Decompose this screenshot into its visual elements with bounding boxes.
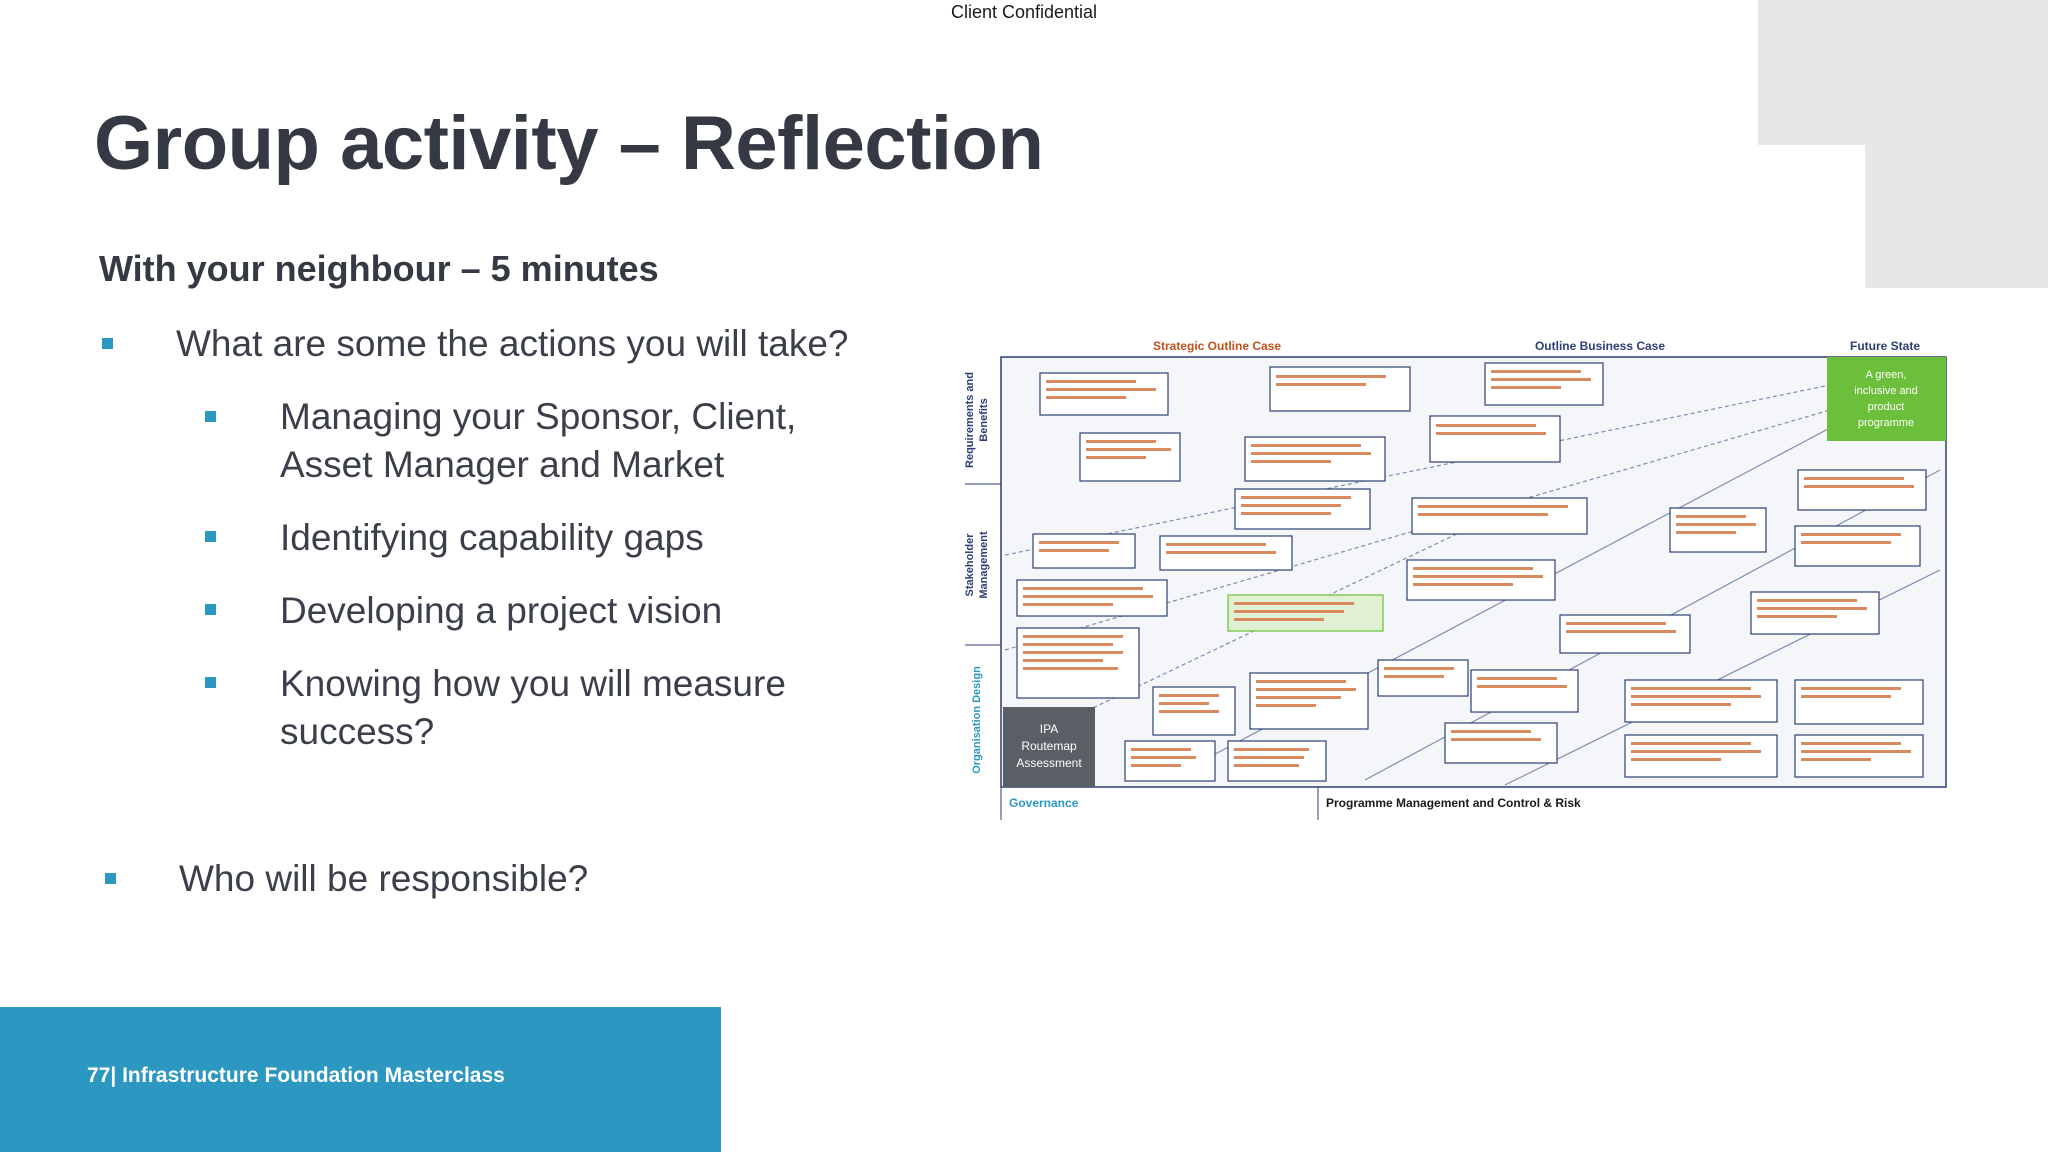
confidential-label: Client Confidential xyxy=(950,2,1098,22)
row-req-2: Benefits xyxy=(978,398,990,441)
page-number: 77 xyxy=(87,1064,111,1087)
col-future: Future State xyxy=(1850,339,1920,353)
programme-routemap-diagram: Strategic Outline Case Outline Business … xyxy=(945,330,1960,820)
footer-label: 77| Infrastructure Foundation Masterclas… xyxy=(87,1064,505,1088)
footer-separator: | xyxy=(110,1064,123,1087)
bullet-marker xyxy=(105,873,116,884)
slide-subtitle: With your neighbour – 5 minutes xyxy=(99,248,659,289)
row-org: Organisation Design xyxy=(971,666,983,774)
bullet-measure-2: success? xyxy=(280,711,435,752)
bullet-actions: What are some the actions you will take? xyxy=(176,323,849,364)
footer-bar: 77| Infrastructure Foundation Masterclas… xyxy=(0,1007,721,1152)
ipa-box xyxy=(1003,707,1095,787)
svg-text:A green,: A green, xyxy=(1866,369,1907,381)
corner-decoration xyxy=(1758,0,2048,145)
svg-text:Assessment: Assessment xyxy=(1016,756,1082,770)
svg-text:inclusive and: inclusive and xyxy=(1854,385,1918,397)
svg-text:Routemap: Routemap xyxy=(1021,739,1077,753)
bullet-vision: Developing a project vision xyxy=(280,590,723,631)
bullet-measure-1: Knowing how you will measure xyxy=(280,663,786,704)
col-soc: Strategic Outline Case xyxy=(1153,339,1281,353)
bullet-marker xyxy=(205,531,216,542)
bullet-marker xyxy=(205,677,216,688)
svg-text:IPA: IPA xyxy=(1040,722,1058,736)
bullet-marker xyxy=(205,604,216,615)
activity-boxes xyxy=(1016,362,1927,782)
col-obc: Outline Business Case xyxy=(1535,339,1665,353)
pmcr-label: Programme Management and Control & Risk xyxy=(1326,796,1581,810)
svg-text:programme: programme xyxy=(1858,417,1914,429)
bullet-sponsor-1: Managing your Sponsor, Client, xyxy=(280,396,797,437)
routemap-image: Strategic Outline Case Outline Business … xyxy=(964,339,1947,820)
future-state-box xyxy=(1827,357,1946,441)
course-name: Infrastructure Foundation Masterclass xyxy=(122,1064,505,1087)
corner-decoration-lower xyxy=(1865,145,2048,288)
bullet-marker xyxy=(102,338,113,349)
bullet-capability: Identifying capability gaps xyxy=(280,517,704,558)
governance-label: Governance xyxy=(1009,796,1079,810)
bullet-marker xyxy=(205,411,216,422)
bullet-responsible: Who will be responsible? xyxy=(179,858,589,899)
row-req-1: Requirements and xyxy=(964,372,976,468)
svg-text:product: product xyxy=(1868,401,1905,413)
slide-title: Group activity – Reflection xyxy=(94,101,1044,186)
row-stake-1: Stakeholder xyxy=(964,533,976,597)
bullet-sponsor-2: Asset Manager and Market xyxy=(280,444,725,485)
row-stake-2: Management xyxy=(978,531,990,599)
